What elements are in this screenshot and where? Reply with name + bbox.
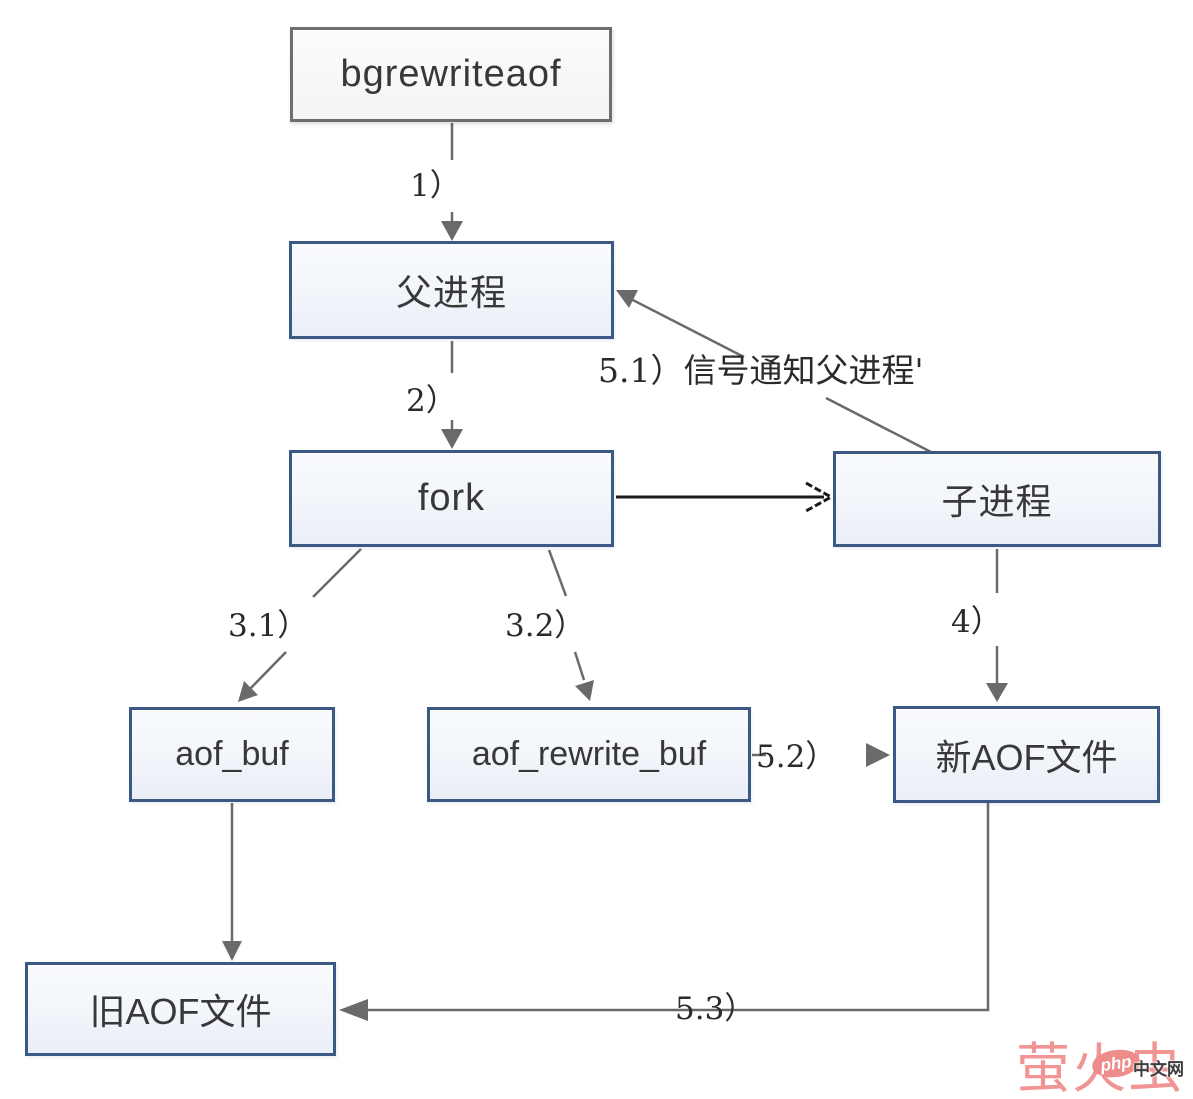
edge-label-step52: 5.2） (756, 739, 837, 775)
connector-step31 (238, 548, 362, 702)
node-fork-label: fork (417, 477, 486, 519)
connector-step1 (441, 123, 463, 241)
node-aof-buf: aof_buf (129, 707, 335, 802)
connector-step4 (986, 549, 1008, 702)
node-new-aof-file-label: 新AOF文件 (935, 736, 1118, 778)
node-fork: fork (289, 450, 614, 547)
node-aof-rewrite-buf: aof_rewrite_buf (427, 707, 751, 802)
connector-step53 (339, 803, 990, 1021)
node-aof-rewrite-buf-label: aof_rewrite_buf (471, 735, 707, 773)
node-old-aof-file-label: 旧AOF文件 (89, 991, 272, 1032)
node-old-aof-file: 旧AOF文件 (25, 962, 336, 1056)
edge-label-step2: 2） (406, 383, 457, 419)
node-parent-process-label: 父进程 (395, 272, 507, 313)
watermark-site-text: 中文网 (1133, 1060, 1184, 1079)
edge-label-step51: 5.1）信号通知父进程' (598, 351, 924, 390)
connector-step52 (752, 743, 890, 767)
edge-label-step53: 5.3） (675, 991, 756, 1027)
node-child-process-label: 子进程 (941, 481, 1053, 522)
node-bgrewriteaof: bgrewriteaof (290, 27, 612, 122)
php-badge-label: php (1099, 1051, 1133, 1075)
connector-fork-child (616, 481, 835, 513)
node-aof-buf-label: aof_buf (175, 735, 289, 773)
edge-label-step31: 3.1） (228, 608, 309, 644)
edge-label-step4: 4） (951, 604, 1002, 640)
node-parent-process: 父进程 (289, 241, 614, 339)
connector-step51 (616, 290, 932, 454)
node-new-aof-file: 新AOF文件 (893, 706, 1160, 803)
node-bgrewriteaof-label: bgrewriteaof (340, 53, 562, 95)
connector-step32 (547, 549, 594, 701)
node-child-process: 子进程 (833, 451, 1161, 547)
connector-aofbuf-oldaof (222, 803, 242, 961)
edge-label-step1: 1） (410, 168, 461, 204)
connector-step2 (441, 341, 463, 449)
edge-label-step32: 3.2） (505, 608, 586, 644)
